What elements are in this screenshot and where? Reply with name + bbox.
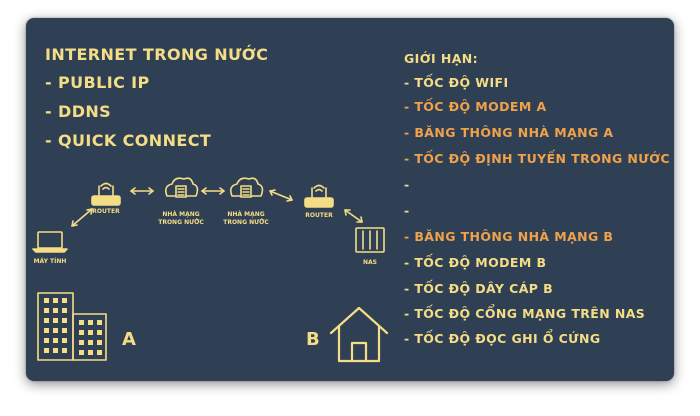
limit-item: - <box>404 177 410 192</box>
cloud-icon <box>230 177 264 198</box>
limit-item: - TỐC ĐỘ WIFI <box>404 75 509 90</box>
limit-item: - BĂNG THÔNG NHÀ MẠNG B <box>404 229 614 244</box>
diagram-card <box>26 18 674 381</box>
limit-item: - <box>404 203 410 218</box>
limit-item: - TỐC ĐỘ MODEM A <box>404 99 547 114</box>
left-item-quick-connect: - QUICK CONNECT <box>45 131 212 150</box>
limit-item: - TỐC ĐỘ CỔNG MẠNG TRÊN NAS <box>404 306 646 321</box>
site-b-label: B <box>306 329 320 350</box>
site-a-label: A <box>122 329 136 350</box>
cloud-a-label-line-2: TRONG NƯỚC <box>158 219 204 226</box>
limit-item: - TỐC ĐỘ ĐỊNH TUYẾN TRONG NƯỚC <box>404 151 670 166</box>
router-icon <box>304 184 334 208</box>
router-b-label: ROUTER <box>305 212 333 219</box>
cloud-a-label-line-1: NHÀ MẠNG <box>162 211 200 218</box>
limit-item: - BĂNG THÔNG NHÀ MẠNG A <box>404 125 614 140</box>
nas-icon <box>355 227 385 253</box>
laptop-icon <box>32 231 68 253</box>
cloud-icon <box>165 177 199 198</box>
arrow-icon <box>201 187 225 195</box>
office-building-icon <box>37 292 107 361</box>
arrow-icon <box>71 208 93 227</box>
right-title: GIỚI HẠN: <box>404 51 479 66</box>
arrow-icon <box>344 209 363 223</box>
limit-item: - TỐC ĐỘ DÂY CÁP B <box>404 281 554 296</box>
arrow-icon <box>269 189 293 202</box>
laptop-label: MÁY TÍNH <box>33 258 67 265</box>
nas-label: NAS <box>363 259 377 266</box>
house-icon <box>329 306 389 363</box>
cloud-b-label-line-1: NHÀ MẠNG <box>227 211 265 218</box>
limit-item: - TỐC ĐỘ MODEM B <box>404 255 547 270</box>
limit-item: - TỐC ĐỘ ĐỌC GHI Ổ CỨNG <box>404 331 601 346</box>
left-item-public-ip: - PUBLIC IP <box>45 73 150 92</box>
router-icon <box>91 182 121 206</box>
router-a-label: ROUTER <box>92 208 120 215</box>
left-item-ddns: - DDNS <box>45 102 112 121</box>
cloud-b-label-line-2: TRONG NƯỚC <box>223 219 269 226</box>
arrow-icon <box>130 187 154 195</box>
left-title: INTERNET TRONG NƯỚC <box>45 45 269 64</box>
